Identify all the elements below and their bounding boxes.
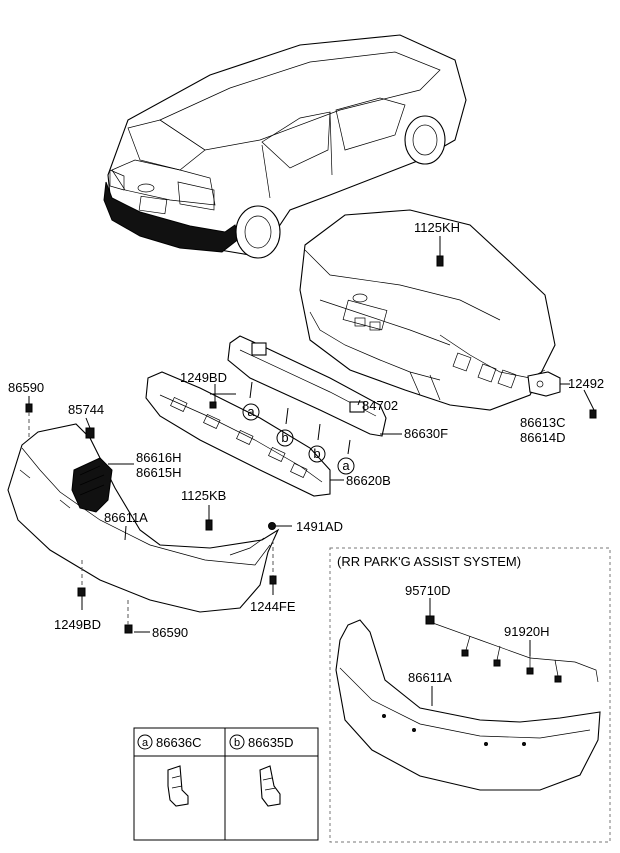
marker-b-1: b (276, 429, 294, 447)
svg-text:a: a (247, 404, 255, 419)
car-overview-illustration (103, 34, 467, 259)
callout-86611A-inset: 86611A (408, 670, 452, 685)
legend-b-part: 86635D (248, 735, 294, 750)
inset-title: (RR PARK'G ASSIST SYSTEM) (337, 554, 521, 569)
legend-table: a 86636C b 86635D (133, 727, 319, 841)
part-callouts: 1125KH 86590 1249BD 84702 12492 85744 86… (8, 220, 604, 640)
bumper-beam-86630F-illustration (227, 335, 387, 437)
legend-a: a 86636C (137, 734, 202, 750)
callout-86614D: 86614D (520, 430, 566, 445)
svg-text:a: a (342, 458, 350, 473)
svg-text:b: b (281, 430, 288, 445)
callout-1249BD-top: 1249BD (180, 370, 227, 385)
callout-91920H: 91920H (504, 624, 550, 639)
leader-lines (28, 381, 595, 633)
callout-1125KH: 1125KH (414, 220, 460, 235)
marker-b-2: b (308, 445, 326, 463)
callout-86630F: 86630F (404, 426, 448, 441)
legend-b-letter: b (234, 737, 240, 749)
callout-86590-top: 86590 (8, 380, 44, 395)
marker-a-2: a (337, 457, 355, 475)
legend-a-letter: a (142, 737, 149, 749)
callout-1249BD-bottom: 1249BD (54, 617, 101, 632)
callout-1491AD: 1491AD (296, 519, 343, 534)
callout-95710D: 95710D (405, 583, 451, 598)
callout-86611A: 86611A (104, 510, 148, 525)
callout-86590-bottom: 86590 (152, 625, 188, 640)
callout-86615H: 86615H (136, 465, 182, 480)
clip-86636C-illustration (167, 765, 189, 807)
callout-1125KB: 1125KB (181, 488, 226, 503)
energy-absorber-86620B-illustration (145, 371, 331, 497)
legend-b: b 86635D (229, 734, 294, 750)
park-assist-inset: (RR PARK'G ASSIST SYSTEM) 95710D 91920H … (329, 547, 611, 843)
callout-86620B: 86620B (346, 473, 391, 488)
reference-markers: a b b a (242, 403, 355, 475)
callout-86613C: 86613C (520, 415, 566, 430)
marker-a-1: a (242, 403, 260, 421)
svg-text:b: b (313, 446, 320, 461)
rear-bumper-cover-illustration (7, 401, 597, 634)
clip-86635D-illustration (259, 765, 281, 807)
callout-1244FE: 1244FE (250, 599, 296, 614)
legend-a-part: 86636C (156, 735, 202, 750)
rear-body-panel-illustration (299, 209, 561, 411)
callout-85744: 85744 (68, 402, 104, 417)
callout-84702: 84702 (362, 398, 398, 413)
callout-12492: 12492 (568, 376, 604, 391)
callout-86616H: 86616H (136, 450, 182, 465)
